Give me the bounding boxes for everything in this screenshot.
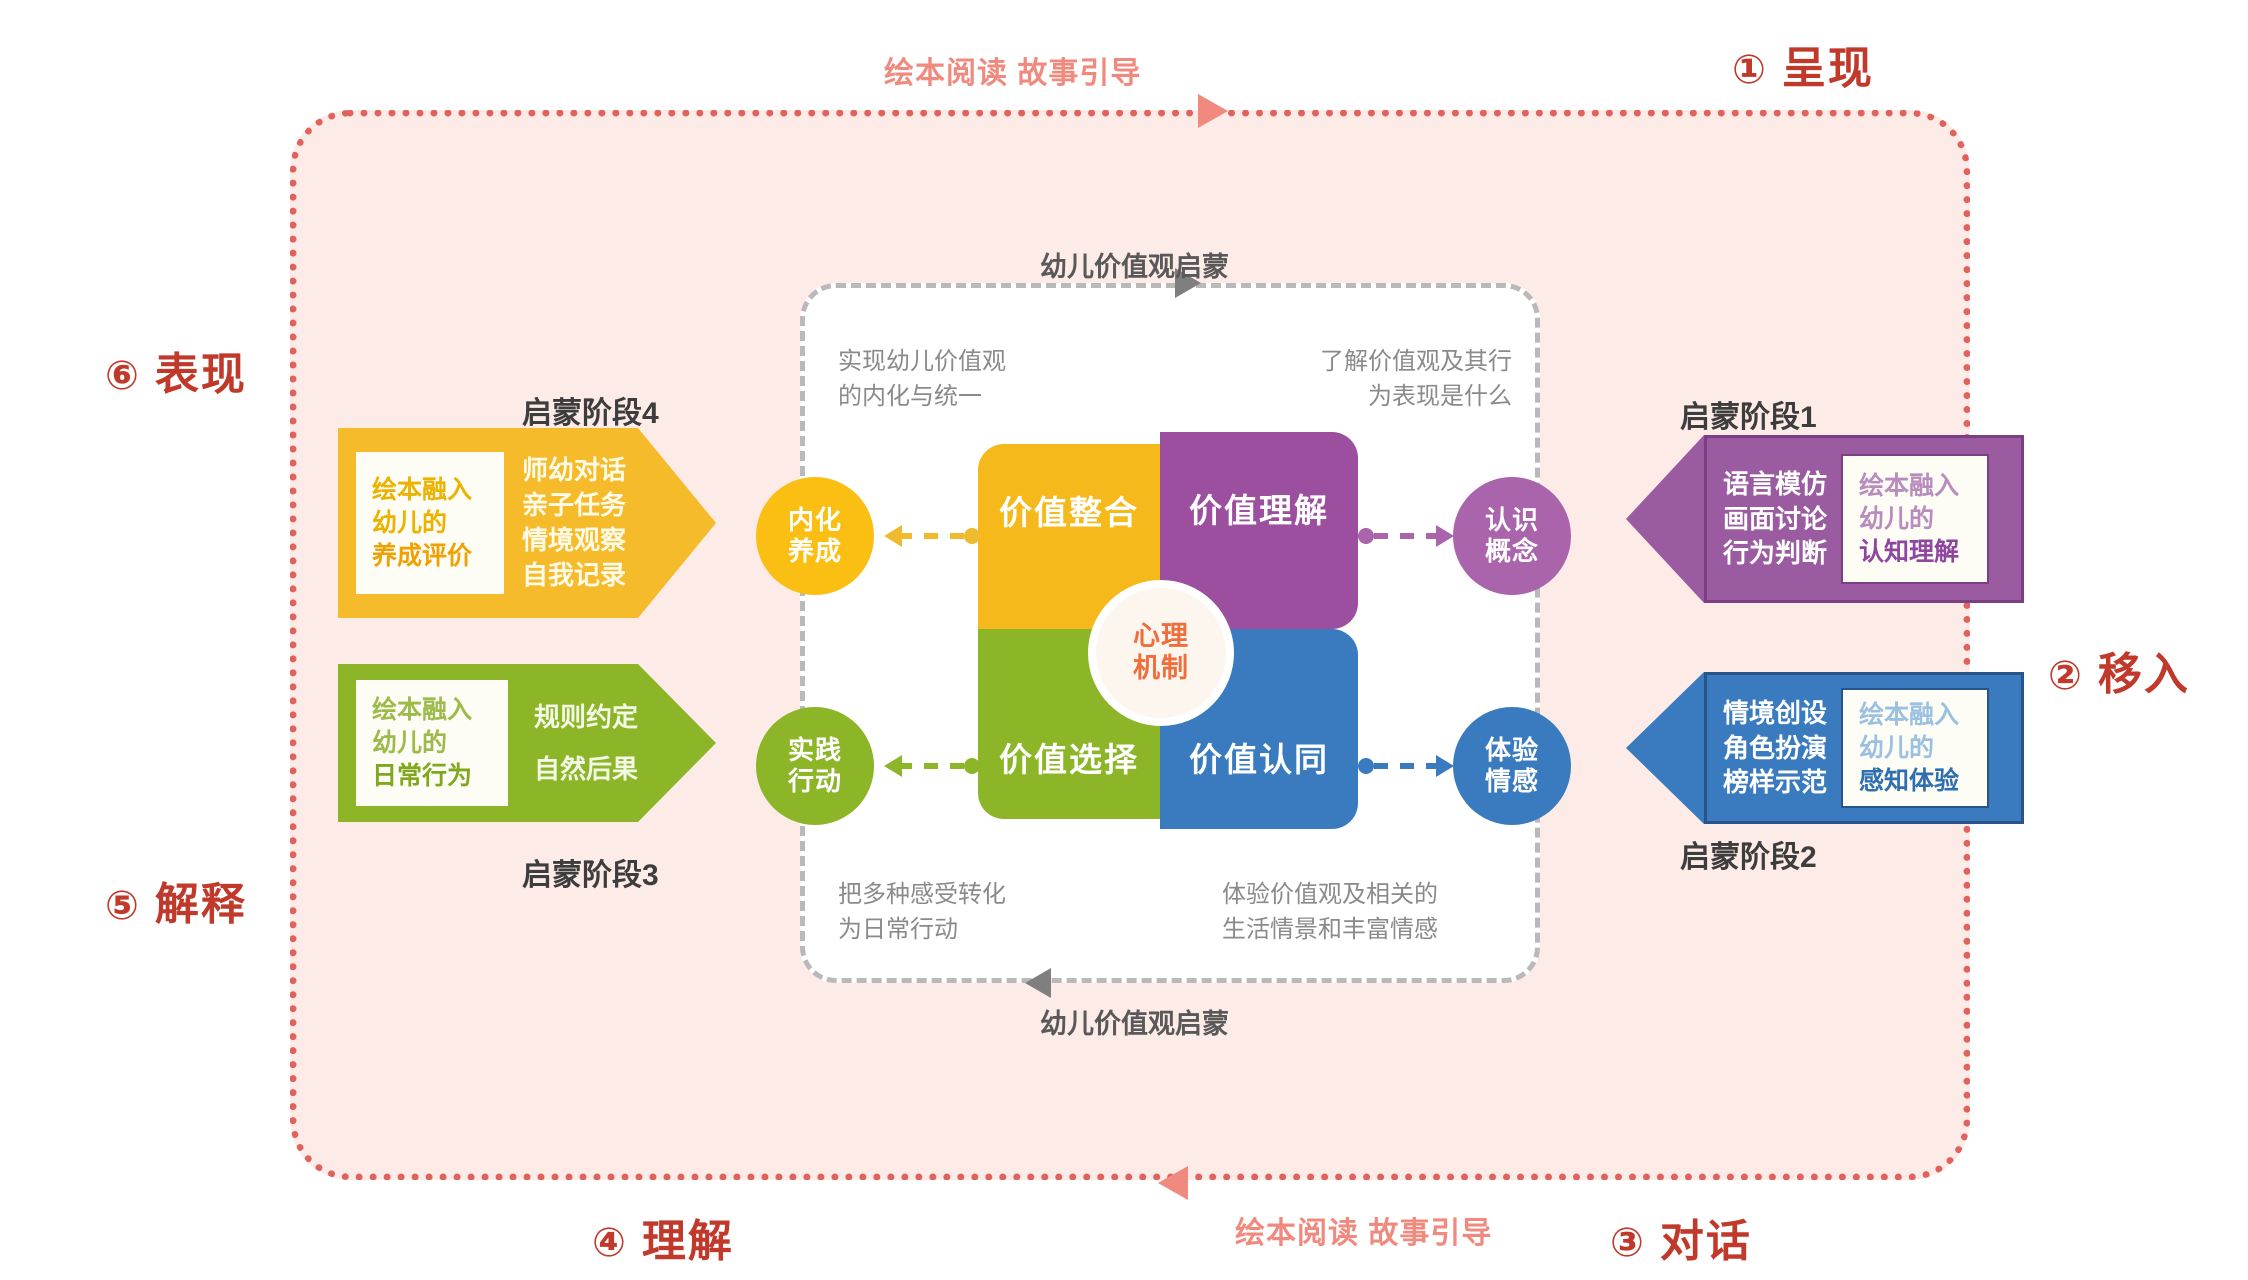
corner-number-1: ① <box>1732 48 1768 92</box>
circle-internalization[interactable]: 内化养成 <box>756 477 874 595</box>
connector-line <box>1374 763 1440 769</box>
connector-line <box>898 533 964 539</box>
connector-dot <box>1358 528 1374 544</box>
stage4-white-box: 绘本融入 幼儿的 养成评价 <box>356 452 504 594</box>
stage4-box-line2: 幼儿的 <box>372 508 448 537</box>
corner-label-6: ⑥ 表现 <box>105 338 247 402</box>
stage2-box-line2: 幼儿的 <box>1859 733 1935 762</box>
inner-bottom-arrow-icon <box>1025 968 1051 998</box>
connector-identification-to-emotion <box>1358 755 1454 777</box>
center-label: 心理机制 <box>1133 621 1189 683</box>
stage3-arrow-block[interactable]: 绘本融入 幼儿的 日常行为 规则约定自然后果 <box>338 664 716 822</box>
corner-text-4: 理解 <box>641 1217 734 1266</box>
stage3-box-line2: 幼儿的 <box>372 728 448 757</box>
connector-practice-to-choice <box>884 755 980 777</box>
corner-label-3: ③ 对话 <box>1610 1205 1752 1269</box>
stage1-box-line2: 幼儿的 <box>1859 504 1935 533</box>
stage3-arrow-body: 绘本融入 幼儿的 日常行为 规则约定自然后果 <box>338 664 638 822</box>
circle-label-practice: 实践行动 <box>787 735 842 796</box>
connector-line <box>898 763 964 769</box>
stage3-arrow-tip-icon <box>638 664 716 822</box>
inner-desc-bottom-left: 把多种感受转化为日常行动 <box>838 881 1006 943</box>
inner-top-arrow-icon <box>1175 268 1201 298</box>
stage4-tag: 启蒙阶段4 <box>522 397 659 430</box>
corner-label-2: ② 移入 <box>2048 638 2190 702</box>
stage1-method-list: 语言模仿画面讨论行为判断 <box>1723 468 1828 569</box>
corner-number-5: ⑤ <box>105 884 141 928</box>
stage4-box-line3: 养成评价 <box>372 541 473 570</box>
outer-bottom-arrow-icon <box>1158 1166 1188 1200</box>
center-psychological-mechanism: 心理机制 <box>1088 580 1234 726</box>
stage3-box-line1: 绘本融入 <box>372 695 473 724</box>
stage4-box-line1: 绘本融入 <box>372 475 473 504</box>
connector-dot <box>964 528 980 544</box>
flow-label-top: 绘本阅读 故事引导 <box>884 57 1142 90</box>
connector-dot <box>964 758 980 774</box>
stage1-arrow-block[interactable]: 语言模仿画面讨论行为判断 绘本融入 幼儿的 认知理解 <box>1626 435 2024 603</box>
stage3-white-box: 绘本融入 幼儿的 日常行为 <box>356 680 508 806</box>
connector-line <box>1374 533 1440 539</box>
stage1-arrow-tip-icon <box>1626 435 1704 603</box>
quadrant-label-understanding: 价值理解 <box>1189 492 1329 529</box>
corner-label-4: ④ 理解 <box>592 1205 734 1269</box>
inner-title-bottom: 幼儿价值观启蒙 <box>1040 1009 1229 1039</box>
stage3-method-list: 规则约定自然后果 <box>533 702 638 784</box>
stage1-arrow-body: 语言模仿画面讨论行为判断 绘本融入 幼儿的 认知理解 <box>1704 435 2024 603</box>
circle-label-emotion: 体验情感 <box>1484 735 1539 796</box>
corner-number-6: ⑥ <box>105 354 141 398</box>
corner-number-4: ④ <box>592 1221 628 1265</box>
circle-emotional-experience[interactable]: 体验情感 <box>1453 707 1571 825</box>
corner-text-2: 移入 <box>2097 650 2190 699</box>
stage3-box-line3: 日常行为 <box>372 761 473 790</box>
corner-text-6: 表现 <box>154 350 247 399</box>
stage4-arrow-block[interactable]: 绘本融入 幼儿的 养成评价 师幼对话亲子任务情境观察自我记录 <box>338 428 716 618</box>
connector-understanding-to-concept <box>1358 525 1454 547</box>
stage2-arrow-body: 情境创设角色扮演榜样示范 绘本融入 幼儿的 感知体验 <box>1704 672 2024 824</box>
stage2-arrow-tip-icon <box>1626 672 1704 824</box>
outer-top-arrow-icon <box>1198 94 1228 128</box>
circle-concept-recognition[interactable]: 认识概念 <box>1453 477 1571 595</box>
connector-dot <box>1358 758 1374 774</box>
connector-internalize-to-integration <box>884 525 980 547</box>
corner-text-3: 对话 <box>1659 1217 1752 1266</box>
corner-number-3: ③ <box>1610 1221 1646 1265</box>
inner-desc-bottom-right: 体验价值观及相关的生活情景和丰富情感 <box>1222 881 1438 943</box>
stage2-white-box: 绘本融入 幼儿的 感知体验 <box>1841 688 1990 808</box>
stage2-box-line3: 感知体验 <box>1859 766 1960 795</box>
stage1-tag: 启蒙阶段1 <box>1680 401 1817 434</box>
stage2-arrow-block[interactable]: 情境创设角色扮演榜样示范 绘本融入 幼儿的 感知体验 <box>1626 672 2024 824</box>
quadrant-value-understanding[interactable]: 价值理解 <box>1160 432 1358 629</box>
stage1-box-line1: 绘本融入 <box>1859 471 1960 500</box>
circle-label-concept: 认识概念 <box>1484 505 1539 566</box>
inner-title-top: 幼儿价值观启蒙 <box>1040 252 1229 282</box>
stage2-method-list: 情境创设角色扮演榜样示范 <box>1723 697 1828 798</box>
corner-number-2: ② <box>2048 654 2084 698</box>
corner-label-5: ⑤ 解释 <box>105 868 247 932</box>
connector-arrow-icon <box>884 525 902 547</box>
stage4-arrow-body: 绘本融入 幼儿的 养成评价 师幼对话亲子任务情境观察自我记录 <box>338 428 638 618</box>
quadrant-value-integration[interactable]: 价值整合 <box>978 444 1160 629</box>
stage1-white-box: 绘本融入 幼儿的 认知理解 <box>1841 454 1990 584</box>
stage4-method-list: 师幼对话亲子任务情境观察自我记录 <box>522 455 627 590</box>
quadrant-label-choice: 价值选择 <box>999 741 1139 778</box>
corner-text-5: 解释 <box>154 880 247 929</box>
circle-label-internalization: 内化养成 <box>787 505 842 566</box>
stage1-box-line3: 认知理解 <box>1859 537 1960 566</box>
stage4-arrow-tip-icon <box>638 428 716 618</box>
quadrant-value-choice[interactable]: 价值选择 <box>978 629 1160 819</box>
connector-arrow-icon <box>1436 755 1454 777</box>
flow-label-bottom: 绘本阅读 故事引导 <box>1235 1217 1493 1250</box>
corner-text-1: 呈现 <box>1781 44 1874 93</box>
circle-practice-action[interactable]: 实践行动 <box>756 707 874 825</box>
stage3-tag: 启蒙阶段3 <box>522 859 659 892</box>
connector-arrow-icon <box>1436 525 1454 547</box>
stage2-tag: 启蒙阶段2 <box>1680 841 1817 874</box>
quadrant-label-integration: 价值整合 <box>999 494 1139 531</box>
quadrant-label-identification: 价值认同 <box>1189 741 1329 778</box>
stage2-box-line1: 绘本融入 <box>1859 700 1960 729</box>
connector-arrow-icon <box>884 755 902 777</box>
corner-label-1: ① 呈现 <box>1732 32 1874 96</box>
inner-desc-top-right: 了解价值观及其行为表现是什么 <box>1320 348 1512 410</box>
inner-desc-top-left: 实现幼儿价值观的内化与统一 <box>838 348 1006 410</box>
